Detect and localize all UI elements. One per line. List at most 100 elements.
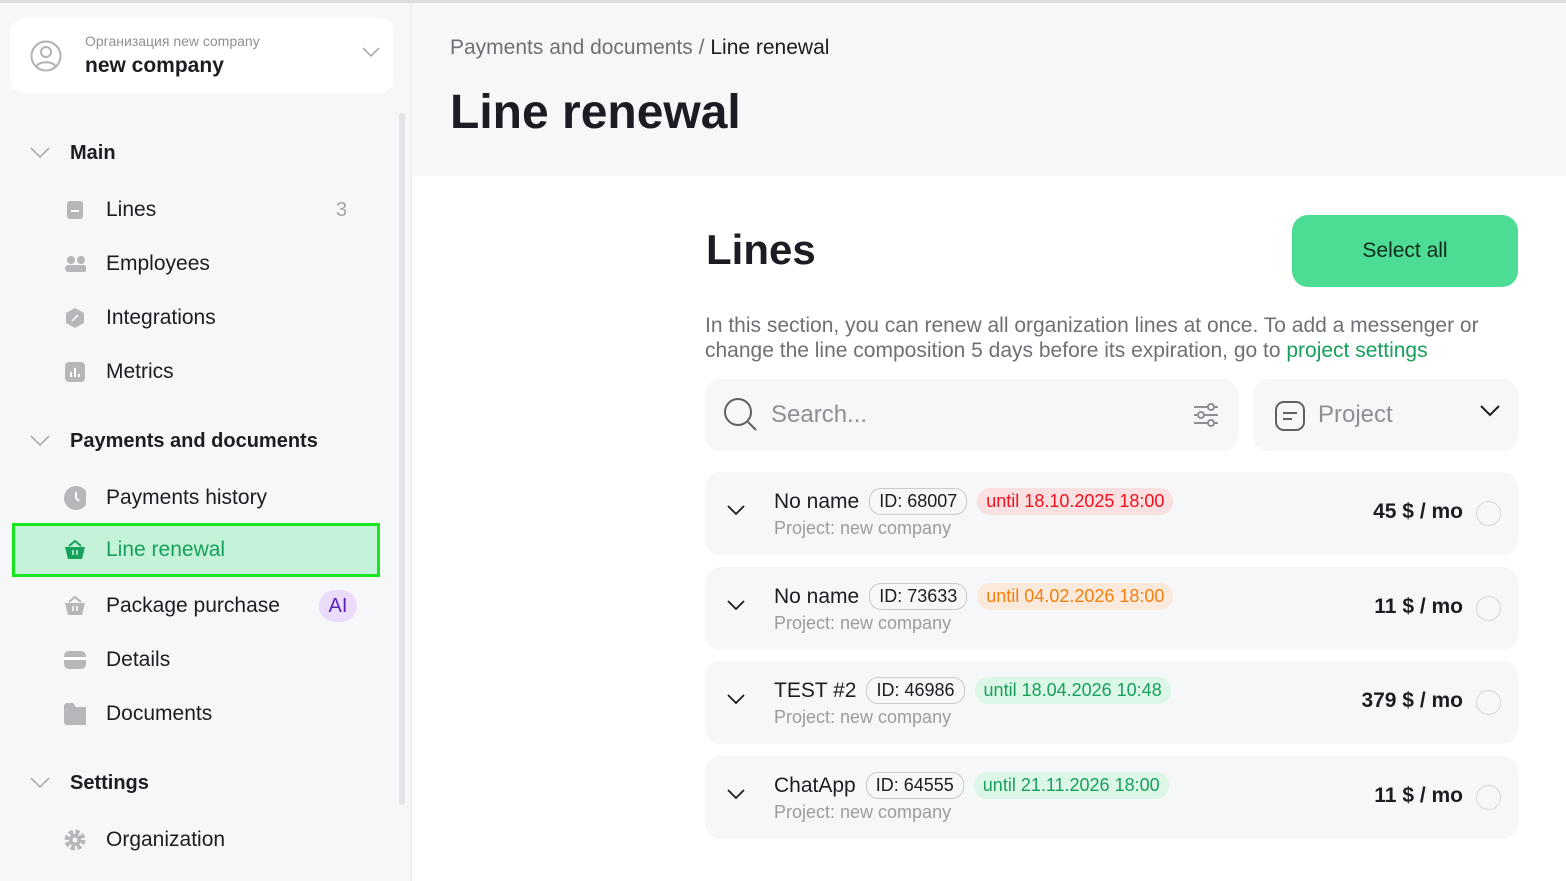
expand-chevron-icon[interactable] bbox=[727, 504, 745, 516]
breadcrumb-current: Line renewal bbox=[710, 36, 830, 59]
sidebar-item-metrics[interactable]: Metrics bbox=[12, 345, 380, 399]
chevron-down-icon bbox=[30, 777, 50, 789]
sidebar-item-organization[interactable]: Organization bbox=[12, 813, 380, 867]
expiry-badge: until 18.10.2025 18:00 bbox=[977, 488, 1174, 515]
page-title: Line renewal bbox=[450, 86, 741, 139]
filter-icon bbox=[1194, 403, 1218, 427]
expand-chevron-icon[interactable] bbox=[727, 599, 745, 611]
item-label: Package purchase bbox=[106, 594, 280, 617]
line-select-radio[interactable] bbox=[1476, 785, 1501, 810]
item-label: Employees bbox=[106, 252, 210, 275]
section-label: Settings bbox=[70, 771, 149, 794]
expiry-badge: until 21.11.2026 18:00 bbox=[973, 772, 1169, 799]
expand-chevron-icon[interactable] bbox=[727, 788, 745, 800]
sidebar-item-package-purchase[interactable]: Package purchase AI bbox=[12, 579, 380, 633]
line-project: Project: new company bbox=[774, 518, 952, 538]
line-id-badge: ID: 73633 bbox=[869, 583, 968, 610]
line-project: Project: new company bbox=[774, 802, 952, 822]
line-project: Project: new company bbox=[774, 613, 952, 633]
line-name: No name bbox=[774, 489, 860, 513]
line-header: No name ID: 68007 until 18.10.2025 18:00 bbox=[774, 488, 1174, 515]
line-id-badge: ID: 68007 bbox=[869, 488, 968, 515]
sidebar-scrollbar[interactable] bbox=[399, 113, 405, 805]
project-filter-dropdown[interactable]: Project bbox=[1253, 379, 1518, 451]
sidebar-item-integrations[interactable]: Integrations bbox=[12, 291, 380, 345]
breadcrumb: Payments and documents / Line renewal bbox=[450, 36, 829, 60]
line-project: Project: new company bbox=[774, 707, 952, 727]
breadcrumb-separator: / bbox=[698, 36, 705, 59]
chart-icon bbox=[64, 361, 86, 383]
expiry-badge: until 18.04.2026 10:48 bbox=[974, 677, 1171, 704]
section-label: Payments and documents bbox=[70, 429, 318, 452]
item-label: Payments history bbox=[106, 486, 268, 509]
expand-chevron-icon[interactable] bbox=[727, 693, 745, 705]
select-all-button[interactable]: Select all bbox=[1292, 215, 1518, 287]
project-settings-link[interactable]: project settings bbox=[1286, 339, 1428, 362]
line-id-badge: ID: 64555 bbox=[865, 772, 964, 799]
lines-title: Lines bbox=[706, 226, 816, 273]
top-border bbox=[0, 0, 1566, 3]
line-select-radio[interactable] bbox=[1476, 501, 1501, 526]
line-row[interactable]: No name ID: 68007 until 18.10.2025 18:00 P… bbox=[705, 472, 1518, 555]
sidebar-item-employees[interactable]: Employees bbox=[12, 237, 380, 291]
chevron-down-icon bbox=[30, 147, 50, 159]
basket-icon bbox=[64, 595, 86, 617]
search-input[interactable] bbox=[771, 399, 1161, 431]
sidebar-item-documents[interactable]: Documents bbox=[12, 687, 380, 741]
line-select-radio[interactable] bbox=[1476, 690, 1501, 715]
sidebar-item-details[interactable]: Details bbox=[12, 633, 380, 687]
search-icon bbox=[724, 398, 757, 431]
line-header: No name ID: 73633 until 04.02.2026 18:00 bbox=[774, 583, 1174, 610]
basket-icon bbox=[64, 539, 86, 561]
chevron-down-icon bbox=[30, 435, 50, 447]
line-row[interactable]: ChatApp ID: 64555 until 21.11.2026 18:00 P… bbox=[705, 756, 1518, 839]
lines-description: In this section, you can renew all organ… bbox=[705, 313, 1520, 363]
page-header: Payments and documents / Line renewal Li… bbox=[413, 3, 1566, 176]
org-subtitle: Организация new company bbox=[85, 33, 260, 49]
expiry-badge: until 04.02.2026 18:00 bbox=[977, 583, 1174, 610]
line-select-radio[interactable] bbox=[1476, 596, 1501, 621]
line-price: 11 $ / mo bbox=[1374, 784, 1463, 807]
chevron-down-icon bbox=[1480, 405, 1500, 417]
description-text: In this section, you can renew all organ… bbox=[705, 314, 1479, 362]
sidebar-item-line-renewal[interactable]: Line renewal bbox=[12, 523, 380, 577]
line-id-badge: ID: 46986 bbox=[866, 677, 965, 704]
folder-icon bbox=[64, 703, 86, 725]
line-price: 379 $ / mo bbox=[1361, 689, 1463, 712]
ai-badge: AI bbox=[319, 590, 357, 622]
line-row[interactable]: No name ID: 73633 until 04.02.2026 18:00 P… bbox=[705, 567, 1518, 650]
user-avatar-icon bbox=[30, 40, 62, 72]
chevron-down-icon bbox=[362, 47, 380, 58]
sidebar: Организация new company new company Main… bbox=[0, 3, 412, 881]
gear-icon bbox=[64, 829, 86, 851]
sidebar-item-payments-history[interactable]: Payments history bbox=[12, 471, 380, 525]
clock-icon bbox=[64, 486, 86, 510]
line-row[interactable]: TEST #2 ID: 46986 until 18.04.2026 10:48 P… bbox=[705, 661, 1518, 744]
item-label: Organization bbox=[106, 828, 226, 851]
line-price: 45 $ / mo bbox=[1373, 500, 1463, 523]
users-icon bbox=[64, 253, 86, 275]
line-name: No name bbox=[774, 584, 860, 608]
organization-switcher[interactable]: Организация new company new company bbox=[10, 18, 394, 93]
integration-icon bbox=[64, 307, 86, 329]
item-label: Metrics bbox=[106, 360, 174, 383]
line-header: ChatApp ID: 64555 until 21.11.2026 18:00 bbox=[774, 772, 1169, 799]
line-name: TEST #2 bbox=[774, 678, 857, 702]
sim-card-icon bbox=[64, 199, 86, 221]
breadcrumb-parent[interactable]: Payments and documents bbox=[450, 36, 693, 59]
section-main[interactable]: Main bbox=[30, 138, 116, 168]
card-icon bbox=[64, 649, 86, 671]
item-label: Line renewal bbox=[106, 538, 226, 561]
section-label: Main bbox=[70, 141, 116, 164]
line-name: ChatApp bbox=[774, 773, 856, 797]
line-header: TEST #2 ID: 46986 until 18.04.2026 10:48 bbox=[774, 677, 1171, 704]
section-settings[interactable]: Settings bbox=[30, 768, 149, 798]
lines-count: 3 bbox=[336, 198, 348, 221]
section-payments[interactable]: Payments and documents bbox=[30, 426, 318, 456]
project-icon bbox=[1275, 401, 1305, 431]
project-filter-label: Project bbox=[1318, 401, 1393, 428]
search-box[interactable] bbox=[705, 379, 1238, 451]
item-label: Documents bbox=[106, 702, 213, 725]
item-label: Integrations bbox=[106, 306, 216, 329]
